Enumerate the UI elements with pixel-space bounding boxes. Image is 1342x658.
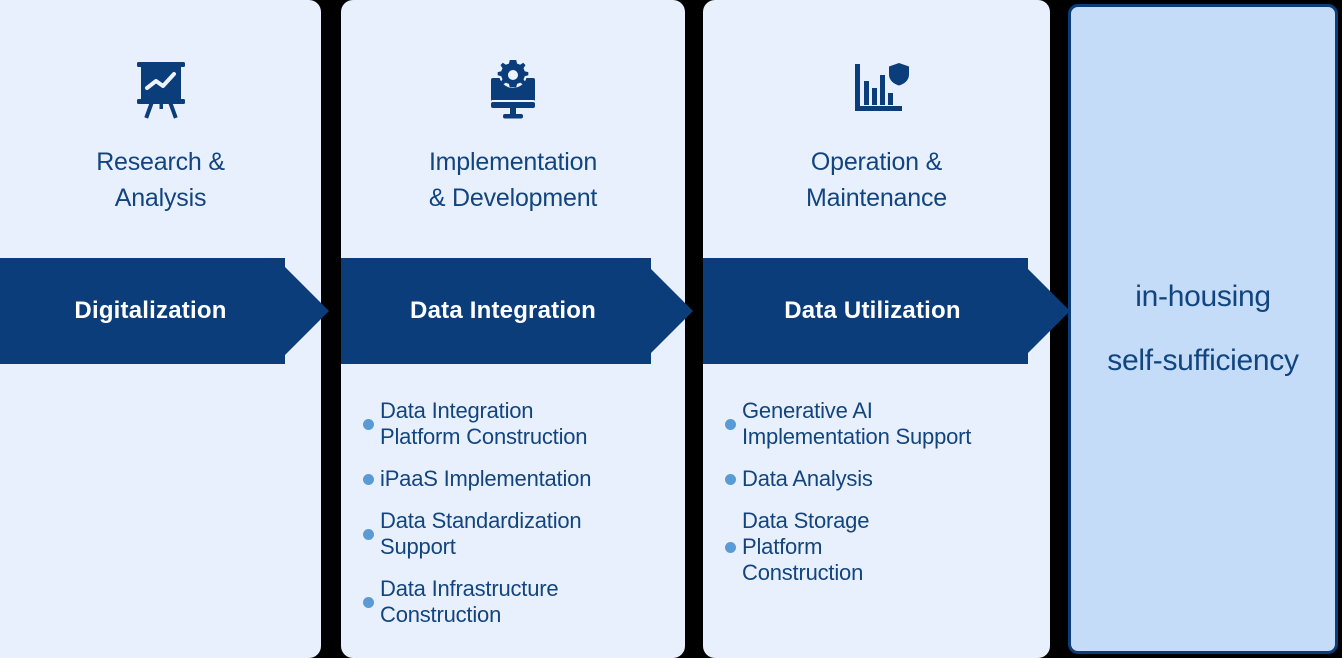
- outcome-line-2: self-sufficiency: [1107, 344, 1299, 377]
- presentation-chart-icon: [0, 52, 321, 124]
- list-item: Data Integration Platform Construction: [363, 398, 671, 450]
- list-item-label: Data Infrastructure Construction: [380, 576, 559, 627]
- banner-label: Data Utilization: [784, 297, 961, 324]
- stage-header: Implementation & Development: [341, 52, 685, 216]
- list-item: Generative AI Implementation Support: [725, 398, 1036, 450]
- list-item-label: Generative AI Implementation Support: [742, 398, 972, 449]
- outcome-panel: in-housing self-sufficiency: [1068, 4, 1338, 654]
- list-item-label: Data Integration Platform Construction: [380, 398, 588, 449]
- bullet-dot-icon: [725, 541, 736, 553]
- list-item-label: Data Analysis: [742, 466, 873, 491]
- bullet-dot-icon: [363, 418, 374, 430]
- stage-title: Implementation & Development: [428, 148, 598, 212]
- banner-label: Digitalization: [74, 297, 227, 324]
- stage-title: Research & Analysis: [96, 148, 225, 212]
- bullet-dot-icon: [725, 473, 736, 485]
- list-item-label: Data Storage Platform Construction: [742, 508, 870, 585]
- banner-label: Data Integration: [410, 297, 596, 324]
- list-item: Data Analysis: [725, 466, 1036, 492]
- list-item: Data Standardization Support: [363, 508, 671, 560]
- stage-header: Operation & Maintenance: [703, 52, 1050, 216]
- stage-bullet-list: Data Integration Platform Construction iP…: [363, 398, 671, 644]
- bullet-dot-icon: [363, 528, 374, 540]
- banner-data-integration[interactable]: Data Integration: [341, 258, 693, 364]
- stage-header: Research & Analysis: [0, 52, 321, 216]
- list-item: Data Storage Platform Construction: [725, 508, 1036, 586]
- outcome-line-1: in-housing: [1135, 280, 1271, 313]
- banner-data-utilization[interactable]: Data Utilization: [703, 258, 1070, 364]
- stage-title: Operation & Maintenance: [806, 148, 947, 212]
- list-item-label: Data Standardization Support: [380, 508, 582, 559]
- list-item: Data Infrastructure Construction: [363, 576, 671, 628]
- banner-digitalization[interactable]: Digitalization: [0, 258, 329, 364]
- bullet-dot-icon: [363, 473, 374, 485]
- list-item: iPaaS Implementation: [363, 466, 671, 492]
- monitor-gear-icon: [341, 52, 685, 124]
- bar-chart-shield-icon: [703, 52, 1050, 124]
- bullet-dot-icon: [725, 418, 736, 430]
- bullet-dot-icon: [363, 596, 374, 608]
- list-item-label: iPaaS Implementation: [380, 466, 592, 491]
